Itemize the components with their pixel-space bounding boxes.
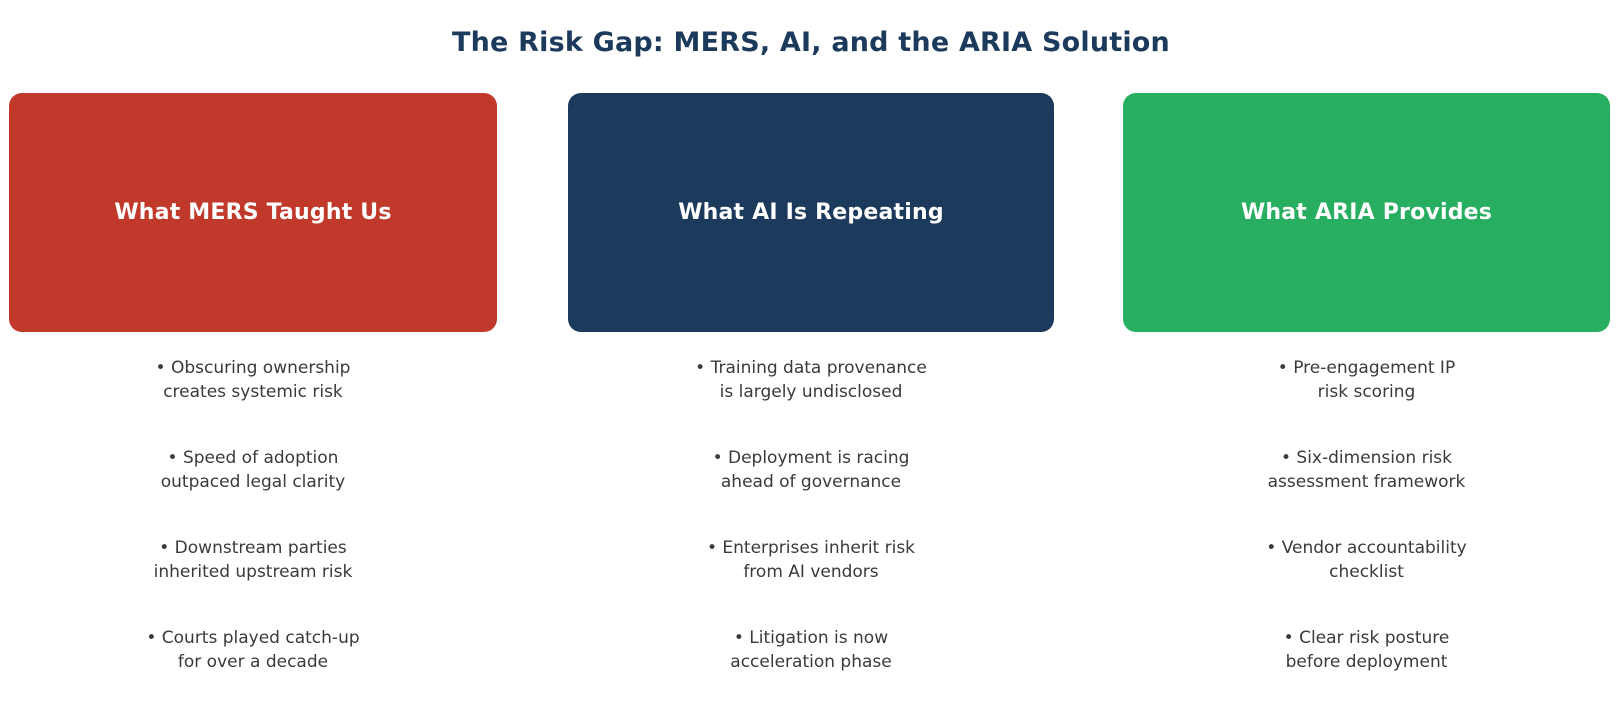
bullet-list-aria: • Pre-engagement IP risk scoring • Six-d…	[1123, 356, 1610, 716]
column-header-label-aria: What ARIA Provides	[1240, 200, 1493, 225]
header-box-mers: What MERS Taught Us	[9, 93, 497, 332]
bullet-item: • Speed of adoption outpaced legal clari…	[160, 448, 346, 492]
bullet-item: • Courts played catch-up for over a deca…	[146, 628, 360, 672]
header-box-ai: What AI Is Repeating	[568, 93, 1054, 332]
column-aria: What ARIA Provides • Pre-engagement IP r…	[1123, 0, 1610, 718]
column-ai: What AI Is Repeating • Training data pro…	[568, 0, 1054, 718]
bullet-item: • Obscuring ownership creates systemic r…	[155, 358, 351, 402]
bullet-item: • Pre-engagement IP risk scoring	[1277, 358, 1456, 402]
page-title: The Risk Gap: MERS, AI, and the ARIA Sol…	[452, 27, 1170, 58]
bullet-list-mers: • Obscuring ownership creates systemic r…	[9, 356, 497, 716]
column-header-label-ai: What AI Is Repeating	[678, 200, 944, 225]
bullet-item: • Deployment is racing ahead of governan…	[712, 448, 910, 492]
bullet-item: • Six-dimension risk assessment framewor…	[1267, 448, 1466, 492]
header-box-aria: What ARIA Provides	[1123, 93, 1610, 332]
bullet-list-ai: • Training data provenance is largely un…	[568, 356, 1054, 716]
bullet-item: • Vendor accountability checklist	[1266, 538, 1467, 582]
bullet-item: • Litigation is now acceleration phase	[730, 628, 892, 672]
column-header-label-mers: What MERS Taught Us	[114, 200, 392, 225]
bullet-item: • Downstream parties inherited upstream …	[153, 538, 353, 582]
bullet-item: • Training data provenance is largely un…	[695, 358, 927, 402]
column-mers: What MERS Taught Us • Obscuring ownershi…	[9, 0, 497, 718]
bullet-item: • Clear risk posture before deployment	[1283, 628, 1450, 672]
bullet-item: • Enterprises inherit risk from AI vendo…	[706, 538, 916, 582]
